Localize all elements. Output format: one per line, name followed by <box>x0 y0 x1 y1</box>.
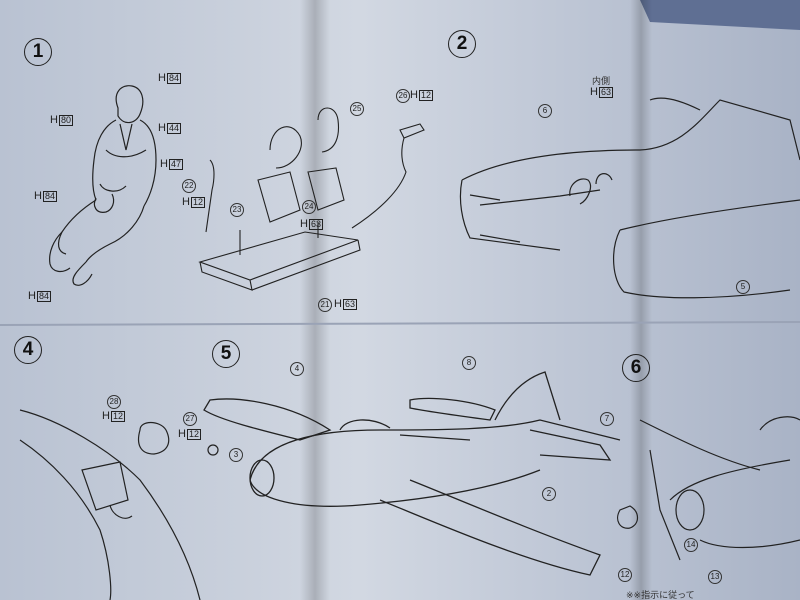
part-6: 6 <box>538 104 552 118</box>
part-5: 5 <box>736 280 750 294</box>
step-number-1: 1 <box>24 38 52 66</box>
part-27: 27 <box>183 412 197 426</box>
airplane-main <box>203 371 621 576</box>
step-number-4: 4 <box>14 336 42 364</box>
part-22: 22 <box>182 179 196 193</box>
part-4: 4 <box>290 362 304 376</box>
part-24: 24 <box>302 200 316 214</box>
part-8: 8 <box>462 356 476 370</box>
seat-assembly <box>198 107 425 291</box>
airplane-step6 <box>617 416 800 561</box>
pilot-figure <box>49 85 157 286</box>
part-3: 3 <box>229 448 243 462</box>
part-2: 2 <box>542 487 556 501</box>
part-13: 13 <box>708 570 722 584</box>
part-28: 28 <box>107 395 121 409</box>
background-top-right <box>640 0 800 30</box>
part-12: 12 <box>618 568 632 582</box>
part-23: 23 <box>230 203 244 217</box>
part-14: 14 <box>684 538 698 552</box>
step-number-5: 5 <box>212 340 240 368</box>
part-25: 25 <box>350 102 364 116</box>
step-number-6: 6 <box>622 354 650 382</box>
cockpit-detail <box>19 409 219 600</box>
part-26: 26 <box>396 89 410 103</box>
fold-crease-horizontal <box>0 321 800 326</box>
part-7: 7 <box>600 412 614 426</box>
part-21: 21 <box>318 298 332 312</box>
label-inside-jp: 内側 <box>592 77 611 87</box>
fold-crease-right <box>630 0 652 600</box>
fuselage-cutaway <box>459 97 800 299</box>
step-number-2: 2 <box>448 30 476 58</box>
footer-note: ※※指示に従って <box>626 591 695 600</box>
